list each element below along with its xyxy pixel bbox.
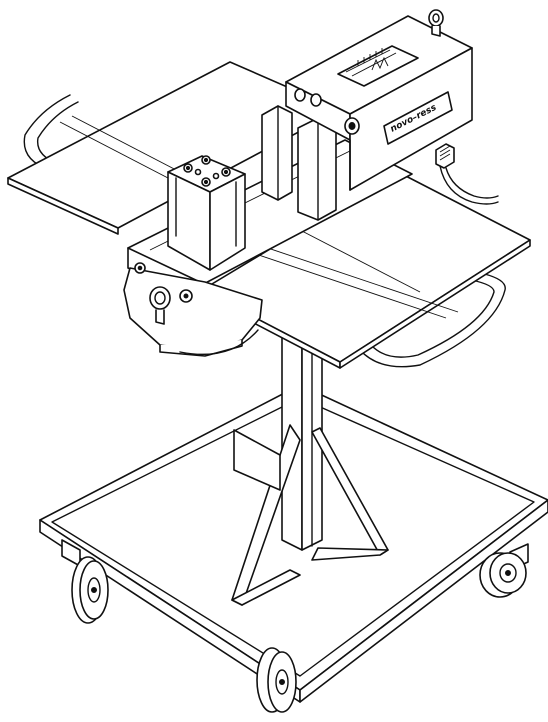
caster-wheel-front-center <box>256 647 297 713</box>
caster-wheel-front-left <box>71 556 109 624</box>
work-table <box>7 61 531 369</box>
support-gussets <box>231 424 389 606</box>
brand-logo-plate <box>383 91 453 145</box>
power-cable <box>445 167 499 199</box>
lifting-eye <box>428 9 444 27</box>
welding-head: novo–ress <box>285 9 499 205</box>
caster-wheel-right <box>479 552 527 598</box>
pressure-gauge <box>337 45 419 87</box>
cylinder-block <box>167 155 246 271</box>
clamp-jaws <box>261 105 337 221</box>
cable-connector <box>435 143 455 169</box>
caster-wheels <box>71 552 527 713</box>
gear-housing <box>123 247 263 357</box>
